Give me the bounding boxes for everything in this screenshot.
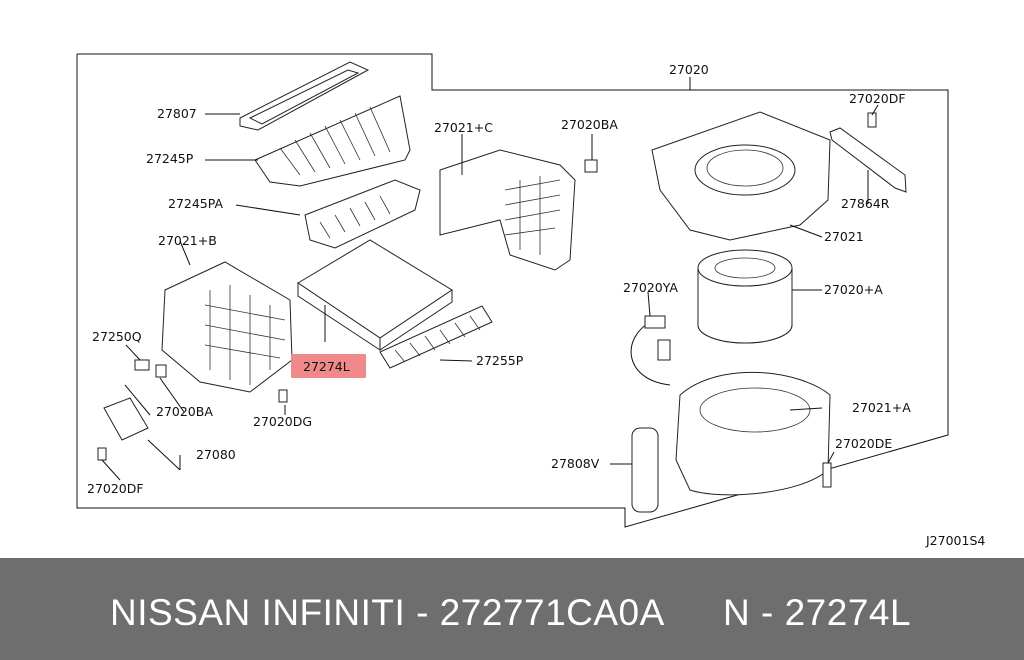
callout-27255P: 27255P	[476, 353, 524, 368]
callout-27250Q: 27250Q	[92, 329, 142, 344]
callout-27021B: 27021+B	[158, 233, 217, 248]
part-27021A-lower-case	[675, 371, 831, 496]
oem-code: N - 27274L	[723, 592, 912, 633]
callout-27020DF-top: 27020DF	[849, 91, 906, 106]
callout-27020DG: 27020DG	[253, 414, 312, 429]
part-27274L-filter	[297, 239, 453, 351]
callout-27021A: 27021+A	[852, 400, 911, 415]
callout-27274L: 27274L	[303, 359, 350, 374]
part-27808V-seal	[631, 427, 659, 513]
part-27807-seal	[239, 61, 370, 131]
leader-lines	[101, 77, 879, 481]
assembly-boundary	[76, 53, 949, 528]
part-27020DG-screw	[278, 389, 288, 403]
callout-27021C: 27021+C	[434, 120, 493, 135]
callout-27807: 27807	[157, 106, 197, 121]
callout-27808V: 27808V	[551, 456, 600, 471]
callout-27021: 27021	[824, 229, 864, 244]
highlight-27274L	[291, 354, 366, 378]
part-27021C-housing	[439, 149, 576, 271]
part-27021B-housing	[161, 261, 293, 393]
part-27020A-motor	[697, 249, 793, 344]
part-27020BA-clip-top	[584, 159, 598, 173]
callout-27080: 27080	[196, 447, 236, 462]
callout-27020BA-top: 27020BA	[561, 117, 618, 132]
parts-diagram: 27020 27807 27245P 27021+C 27020BA 27020…	[76, 53, 985, 548]
callout-27020YA: 27020YA	[623, 280, 678, 295]
diagram-canvas: 27020 27807 27245P 27021+C 27020BA 27020…	[76, 53, 985, 548]
drawing-id: J27001S4	[925, 533, 985, 548]
callout-27020BA-bottom: 27020BA	[156, 404, 213, 419]
callout-27020: 27020	[669, 62, 709, 77]
callout-27245P: 27245P	[146, 151, 194, 166]
callout-27245PA: 27245PA	[168, 196, 224, 211]
brand-part-number: NISSAN INFINITI - 272771CA0A	[110, 592, 665, 633]
callout-27020DF-bottom: 27020DF	[87, 481, 144, 496]
callout-27020DE: 27020DE	[835, 436, 892, 451]
part-27245PA	[304, 179, 421, 249]
part-27021-top-case	[651, 111, 831, 241]
part-27255P-frame	[379, 305, 493, 369]
part-27080-actuator	[97, 359, 167, 461]
part-27020DE-screw	[822, 462, 832, 488]
part-27245P-cover	[254, 95, 411, 187]
callout-27864R: 27864R	[841, 196, 890, 211]
part-27020YA-harness	[630, 315, 671, 386]
callout-27020A: 27020+A	[824, 282, 883, 297]
part-27864R-bracket	[829, 112, 907, 193]
footer-bar: NISSAN INFINITI - 272771CA0A N - 27274L	[0, 558, 1024, 660]
